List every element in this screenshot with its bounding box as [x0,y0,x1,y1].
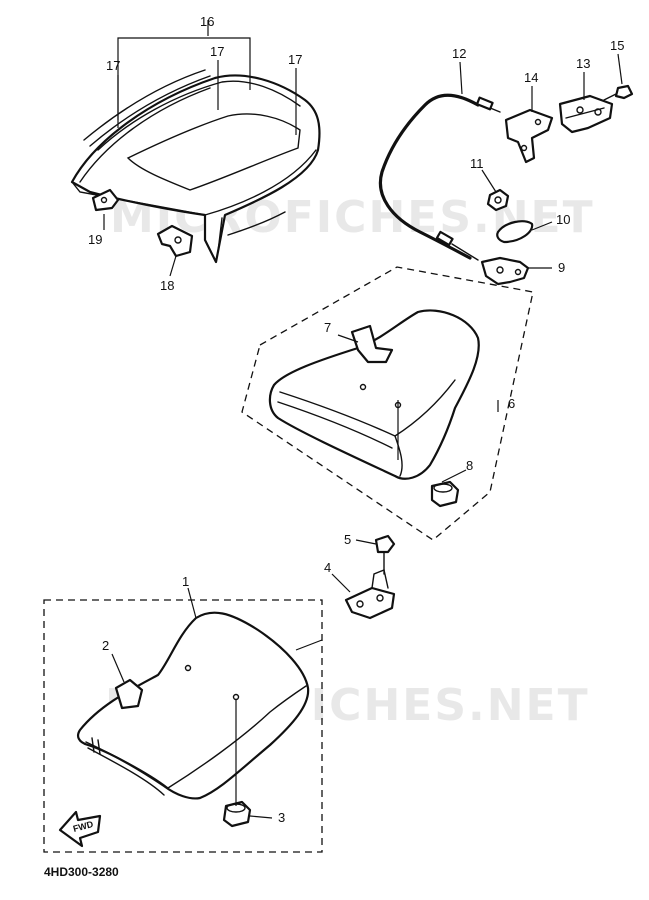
callout-3: 3 [278,810,285,825]
leader-lines [103,20,623,819]
strap-7 [350,324,394,364]
plate-10 [496,220,534,244]
callout-17-right: 17 [288,52,302,67]
callout-12: 12 [452,46,466,61]
bolt-5 [374,534,396,575]
callout-13: 13 [576,56,590,71]
callout-1: 1 [182,574,189,589]
callout-2: 2 [102,638,109,653]
strap-2 [114,678,144,710]
front-seat [77,611,310,800]
bracket-18 [156,224,194,258]
damper-3 [222,800,252,828]
forward-arrow-icon: FWD [58,810,102,848]
damper-8 [430,480,460,508]
callout-19: 19 [88,232,102,247]
callout-18: 18 [160,278,174,293]
nut-11 [486,188,510,212]
rear-seat-group-box [241,266,534,541]
bracket-19 [91,188,120,212]
callout-6: 6 [508,396,515,411]
callout-9: 9 [558,260,565,275]
callouts: 16 17 17 17 19 18 12 14 13 15 11 10 9 7 … [88,14,624,825]
diagram-code: 4HD300-3280 [44,865,119,879]
callout-17-left: 17 [106,58,120,73]
bracket-4 [344,569,396,620]
lock-cable [378,93,501,261]
front-seat-group-box [43,599,323,853]
callout-7: 7 [324,320,331,335]
seat-cowl [70,69,321,264]
hook-9 [480,256,530,286]
callout-5: 5 [344,532,351,547]
callout-14: 14 [524,70,538,85]
callout-17-center: 17 [210,44,224,59]
lock-assembly-13 [558,94,614,134]
callout-8: 8 [466,458,473,473]
callout-16: 16 [200,14,214,29]
lock-bracket-14 [504,108,554,164]
callout-10: 10 [556,212,570,227]
rear-seat [268,309,480,480]
bolt-15 [603,84,634,101]
callout-15: 15 [610,38,624,53]
callout-4: 4 [324,560,331,575]
callout-11: 11 [470,156,484,171]
